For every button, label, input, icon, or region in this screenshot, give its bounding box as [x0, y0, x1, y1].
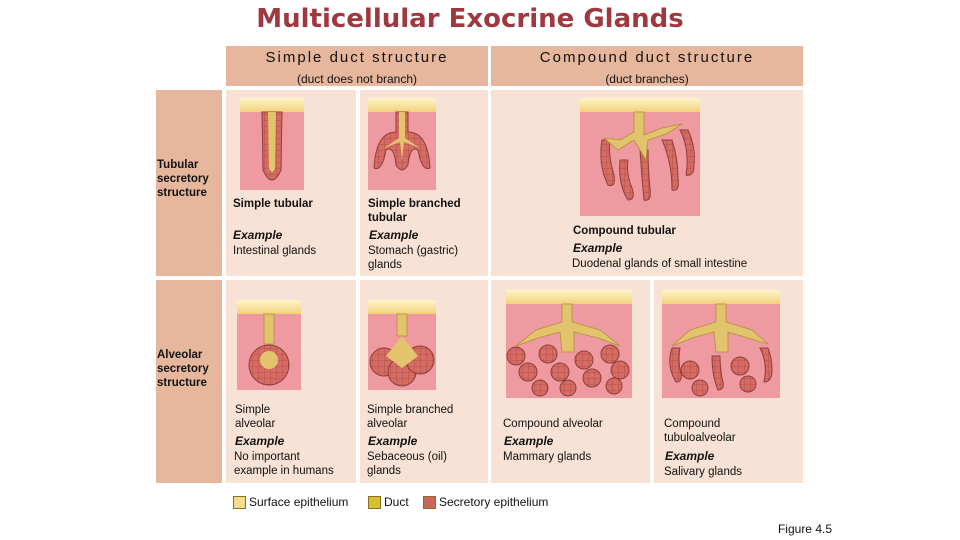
- figure-label: Figure 4.5: [778, 522, 832, 536]
- simple-tubular-example: Intestinal glands: [233, 244, 316, 258]
- compound-alveolar-example-label: Example: [504, 434, 553, 448]
- legend-label-duct: Duct: [384, 495, 409, 509]
- compound-tubuloalveolar-name: Compound tubuloalveolar: [664, 417, 736, 445]
- compound-tubular-example: Duodenal glands of small intestine: [572, 257, 747, 271]
- legend-label-secretory-epithelium: Secretory epithelium: [439, 495, 548, 509]
- simple-branched-tubular-illustration: [368, 98, 436, 190]
- compound-tubuloalveolar-example-label: Example: [665, 449, 714, 463]
- legend-label-surface-epithelium: Surface epithelium: [249, 495, 348, 509]
- compound-alveolar-name: Compound alveolar: [503, 417, 603, 431]
- simple-alveolar-name: Simple alveolar: [235, 403, 275, 431]
- simple-tubular-illustration: [240, 98, 304, 190]
- simple-branched-tubular-example: Stomach (gastric) glands: [368, 244, 458, 272]
- compound-tubular-example-label: Example: [573, 241, 622, 255]
- simple-alveolar-example: No important example in humans: [234, 450, 334, 478]
- simple-branched-alveolar-example: Sebaceous (oil) glands: [367, 450, 447, 478]
- legend-swatch-surface-epithelium: [233, 496, 246, 509]
- simple-alveolar-illustration: [237, 300, 301, 390]
- legend-swatch-duct: [368, 496, 381, 509]
- simple-branched-alveolar-illustration: [368, 300, 436, 390]
- legend-swatch-secretory-epithelium: [423, 496, 436, 509]
- simple-branched-alveolar-name: Simple branched alveolar: [367, 403, 453, 431]
- simple-branched-alveolar-example-label: Example: [368, 434, 417, 448]
- simple-branched-tubular-example-label: Example: [369, 228, 418, 242]
- simple-branched-tubular-name: Simple branched tubular: [368, 197, 461, 225]
- simple-alveolar-example-label: Example: [235, 434, 284, 448]
- compound-tubuloalveolar-illustration: [662, 290, 780, 398]
- compound-alveolar-example: Mammary glands: [503, 450, 591, 464]
- simple-tubular-example-label: Example: [233, 228, 282, 242]
- compound-tubuloalveolar-example: Salivary glands: [664, 465, 742, 479]
- compound-tubular-illustration: [580, 98, 700, 216]
- compound-tubular-name: Compound tubular: [573, 224, 676, 238]
- simple-tubular-name: Simple tubular: [233, 197, 313, 211]
- compound-alveolar-illustration: [506, 290, 632, 398]
